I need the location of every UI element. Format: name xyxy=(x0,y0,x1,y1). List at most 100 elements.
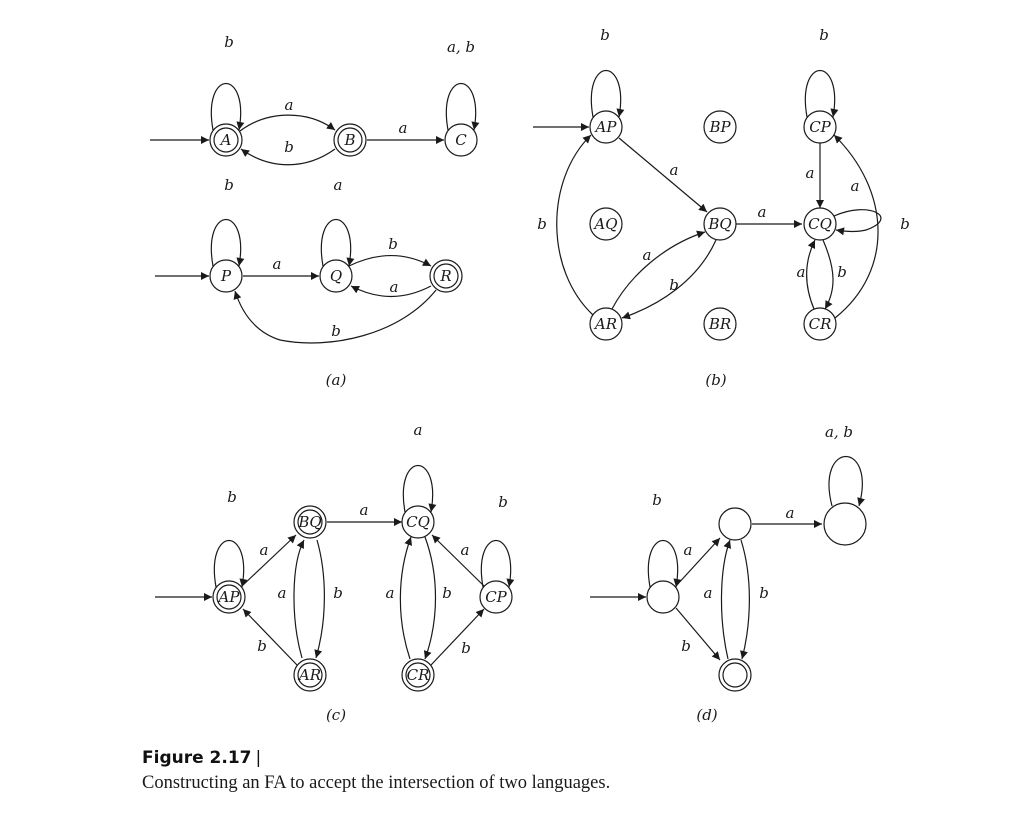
state-b-BP-label: BP xyxy=(708,118,731,136)
state-c-CR: CR xyxy=(401,658,435,692)
edge-c-AP-BQ xyxy=(241,534,297,587)
label-c-AP-BQ: a xyxy=(260,541,269,559)
label-a-C-C: a, b xyxy=(447,38,475,56)
state-d-s0 xyxy=(646,580,680,614)
state-b-AP-label: AP xyxy=(594,118,618,136)
figure-number-separator: | xyxy=(255,748,262,768)
state-c-CP-label: CP xyxy=(485,588,507,606)
state-c-CQ-label: CQ xyxy=(406,513,430,531)
state-c-AP: AP xyxy=(212,580,246,614)
label-c-CQ-CR: b xyxy=(442,584,452,602)
state-b-AR-label: AR xyxy=(593,315,617,333)
label-b-CQ-CQ: a xyxy=(851,177,860,195)
label-d-s0-s0: b xyxy=(652,491,662,509)
edge-a-R-P xyxy=(233,289,437,344)
subfig-label-b: (b) xyxy=(705,371,726,389)
edge-b-CR-CQ xyxy=(806,239,816,310)
edge-d-s3-s1 xyxy=(720,539,732,660)
edge-b-CP-CP xyxy=(804,69,839,118)
edge-b-BQ-AR xyxy=(621,239,717,320)
state-b-CQ: CQ xyxy=(803,207,837,241)
edge-a-B-A xyxy=(240,148,336,166)
edge-b-AR-AP xyxy=(556,134,594,316)
edge-d-s1-s3 xyxy=(740,539,750,660)
edge-b-AR-BQ xyxy=(611,230,706,310)
edge-c-CR-CQ xyxy=(399,536,412,660)
label-a-R-Q: a xyxy=(390,278,399,296)
state-a-C: C xyxy=(444,123,478,157)
edge-c-BQ-AR xyxy=(314,539,325,659)
figure-number: Figure 2.17| xyxy=(142,747,902,769)
state-b-CP-label: CP xyxy=(809,118,831,136)
label-b-AP-BQ: a xyxy=(670,161,679,179)
figure-caption-block: Figure 2.17| Constructing an FA to accep… xyxy=(142,747,902,795)
label-c-CP-CQ: a xyxy=(461,541,470,559)
label-a-B-C: a xyxy=(399,119,408,137)
edge-a-A-A xyxy=(210,82,245,131)
edge-d-s0-s3 xyxy=(675,607,721,661)
label-c-AR-BQ: a xyxy=(278,584,287,602)
label-d-s3-s1: a xyxy=(704,584,713,602)
label-a-B-A: b xyxy=(284,138,294,156)
subfig-label-d: (d) xyxy=(696,706,717,724)
state-c-AR-label: AR xyxy=(297,666,321,684)
label-b-AR-BQ: a xyxy=(643,246,652,264)
edge-c-AR-BQ xyxy=(293,539,305,659)
edge-b-CQ-CQ xyxy=(833,209,882,236)
label-a-P-P: b xyxy=(224,176,234,194)
state-b-CR: CR xyxy=(803,307,837,341)
label-b-CP-CQ: a xyxy=(806,164,815,182)
edge-a-R-Q xyxy=(350,285,432,298)
edge-c-CQ-CQ xyxy=(402,464,437,513)
state-a-A-label: A xyxy=(219,131,232,149)
state-b-CP: CP xyxy=(803,110,837,144)
edge-d-s2-s2 xyxy=(828,456,865,507)
edge-b-CR-CP xyxy=(833,134,879,319)
label-a-A-A: b xyxy=(224,33,234,51)
state-b-AQ-label: AQ xyxy=(592,215,617,233)
state-a-Q: Q xyxy=(319,259,353,293)
subfig-label-c: (c) xyxy=(326,706,346,724)
state-a-B: B xyxy=(333,123,367,157)
label-a-R-P: b xyxy=(331,322,341,340)
state-a-Q-label: Q xyxy=(330,267,342,285)
state-b-CR-label: CR xyxy=(809,315,832,333)
figure-number-text: Figure 2.17 xyxy=(142,748,252,768)
state-c-BQ: BQ xyxy=(293,505,327,539)
edge-a-Q-Q xyxy=(320,218,355,267)
edge-b-AP-AP xyxy=(590,69,625,118)
state-c-AR: AR xyxy=(293,658,327,692)
label-b-BQ-AR: b xyxy=(669,276,679,294)
label-b-CQ-CR: b xyxy=(837,263,847,281)
edge-d-s0-s0 xyxy=(647,539,682,588)
state-b-CQ-label: CQ xyxy=(808,215,832,233)
state-d-s3 xyxy=(718,658,752,692)
label-d-s2-s2: a, b xyxy=(825,423,853,441)
state-a-A: A xyxy=(209,123,243,157)
state-a-P: P xyxy=(209,259,243,293)
state-b-BP: BP xyxy=(703,110,737,144)
edge-c-CP-CP xyxy=(480,539,515,588)
label-c-CR-CQ: a xyxy=(386,584,395,602)
label-d-s1-s2: a xyxy=(786,504,795,522)
state-b-BQ-label: BQ xyxy=(707,215,731,233)
label-b-CP-CP: b xyxy=(819,26,829,44)
label-b-AR-AP: b xyxy=(537,215,547,233)
edge-a-A-B xyxy=(239,114,336,132)
label-c-CP-CP: b xyxy=(498,493,508,511)
state-a-P-label: P xyxy=(220,267,232,285)
state-a-B-label: B xyxy=(343,131,355,149)
state-a-C-label: C xyxy=(455,131,467,149)
edge-b-AP-BQ xyxy=(618,137,708,213)
state-b-AQ: AQ xyxy=(589,207,623,241)
state-c-BQ-label: BQ xyxy=(297,513,321,531)
state-b-BR-label: BR xyxy=(708,315,731,333)
label-c-CQ-CQ: a xyxy=(414,421,423,439)
state-c-AP-label: AP xyxy=(217,588,241,606)
edge-b-CQ-CR xyxy=(822,239,834,310)
label-b-BQ-CQ: a xyxy=(758,203,767,221)
label-c-AR-AP: b xyxy=(257,637,267,655)
label-a-Q-R: b xyxy=(388,235,398,253)
state-a-R: R xyxy=(429,259,463,293)
